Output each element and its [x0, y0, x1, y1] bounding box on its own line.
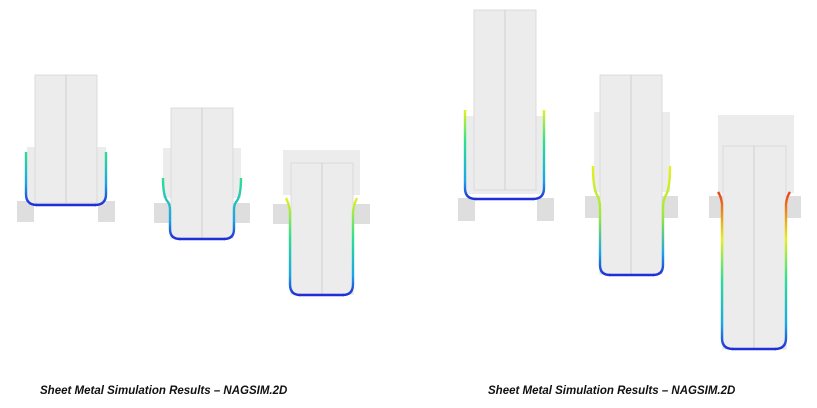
die-right-block	[98, 201, 115, 222]
sheet-wall-left	[284, 197, 301, 297]
caption-right: Sheet Metal Simulation Results – NAGSIM.…	[488, 385, 736, 397]
right-stage-3	[709, 115, 801, 351]
die-right-block	[233, 203, 250, 223]
left-stage-3	[273, 150, 370, 297]
caption-left: Sheet Metal Simulation Results – NAGSIM.…	[40, 385, 288, 397]
left-stage-1	[17, 74, 115, 222]
die-right-block	[784, 196, 801, 218]
die-right-block	[537, 198, 554, 221]
sheet-wall-right	[652, 165, 672, 277]
sheet-wall-right	[223, 177, 243, 241]
sheet-wall-right	[774, 191, 791, 351]
sheet-wall-left	[24, 152, 38, 207]
die-left-block	[17, 201, 34, 222]
die-left-block	[585, 196, 602, 218]
die-right-block	[353, 204, 370, 224]
punch	[722, 145, 787, 350]
sheet-wall-left	[717, 191, 734, 351]
sheet-wall-right	[532, 110, 546, 201]
sheet-wall-right	[342, 197, 359, 297]
die-left-block	[154, 203, 171, 223]
right-stage-1	[458, 9, 554, 221]
sheet-wall-right	[94, 152, 108, 207]
sheet-wall-left	[161, 177, 181, 241]
sheet-wall-left	[591, 165, 611, 277]
die-left-block	[273, 204, 290, 224]
left-stage-2	[154, 107, 250, 241]
right-stage-2	[585, 74, 678, 277]
die-left-block	[458, 198, 475, 221]
sheet-wall-left	[463, 110, 477, 201]
die-right-block	[661, 196, 678, 218]
